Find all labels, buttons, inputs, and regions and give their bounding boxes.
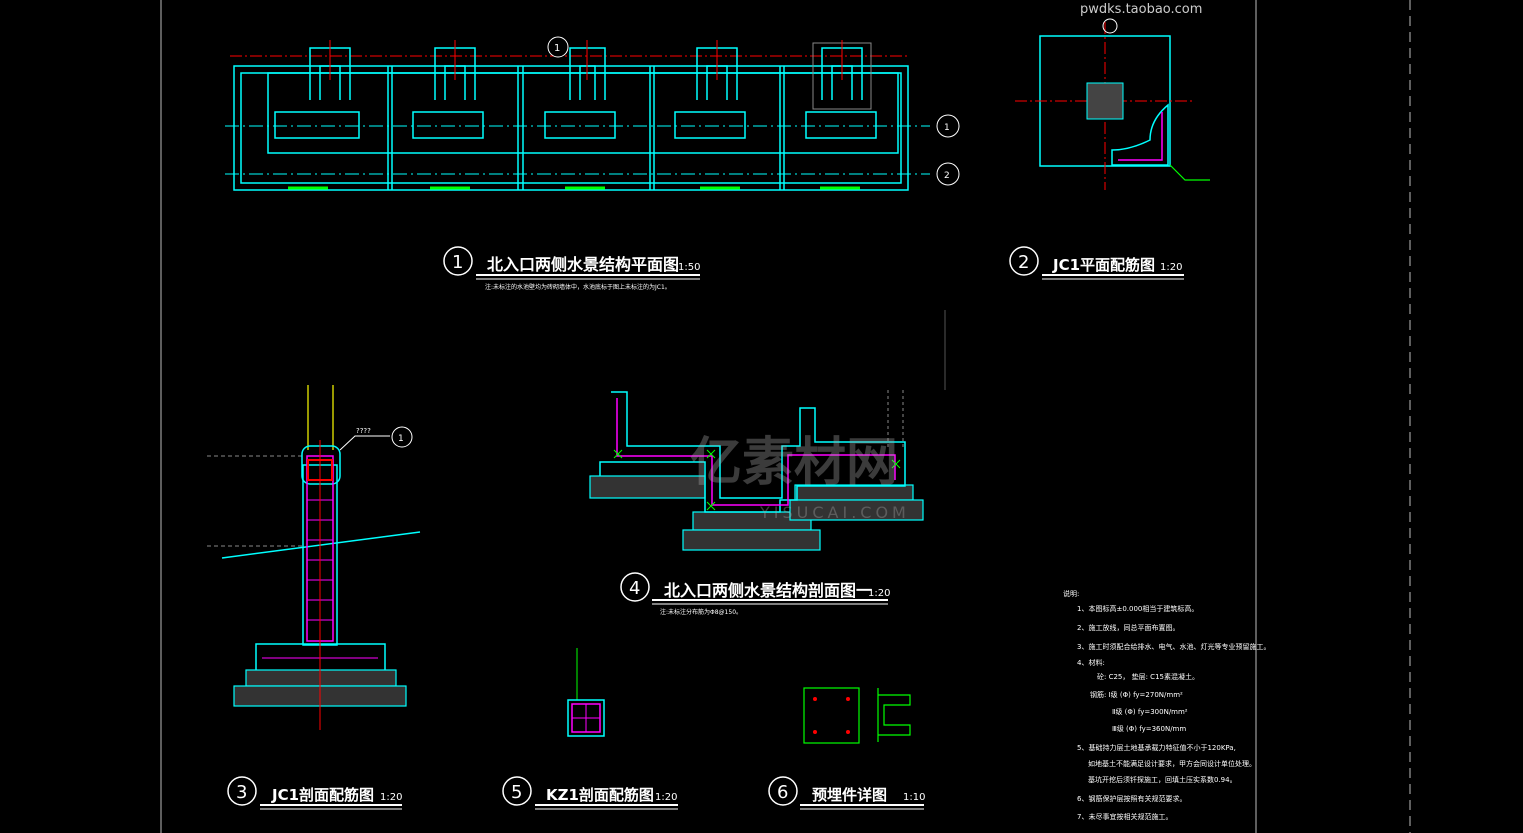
section-view-3: ???? 1 <box>207 385 421 730</box>
axis-bubble-view-2 <box>1102 18 1118 34</box>
section-mark-b: 2 <box>936 162 960 186</box>
svg-text:1: 1 <box>452 252 463 273</box>
svg-text:1:20: 1:20 <box>868 588 890 599</box>
svg-text:3: 3 <box>236 782 247 803</box>
svg-text:亿素材网: 亿素材网 <box>690 433 898 493</box>
svg-text:Ⅲ级 (Φ) fy=360N/mm: Ⅲ级 (Φ) fy=360N/mm <box>1112 724 1186 733</box>
section-view-4 <box>589 310 946 551</box>
svg-text:5、基础持力层土地基承载力特征值不小于120KPa,: 5、基础持力层土地基承载力特征值不小于120KPa, <box>1077 743 1236 752</box>
svg-text:北入口两侧水景结构平面图: 北入口两侧水景结构平面图 <box>487 255 679 274</box>
svg-text:5: 5 <box>511 782 522 803</box>
embed-detail-6 <box>803 687 911 744</box>
svg-text:6、钢筋保护层按照有关规范要求。: 6、钢筋保护层按照有关规范要求。 <box>1077 794 1186 803</box>
svg-text:YISUCAI.COM: YISUCAI.COM <box>759 503 910 522</box>
svg-text:4、材料:: 4、材料: <box>1077 658 1105 667</box>
title-view-6: 6 预埋件详图 1:10 <box>768 776 925 810</box>
svg-text:2: 2 <box>1018 252 1029 273</box>
svg-text:KZ1剖面配筋图: KZ1剖面配筋图 <box>546 786 654 804</box>
detail-label: ???? <box>356 427 371 435</box>
watermark-center: 亿素材网 YISUCAI.COM <box>690 433 910 522</box>
svg-text:JC1平面配筋图: JC1平面配筋图 <box>1052 256 1155 274</box>
svg-text:预埋件详图: 预埋件详图 <box>812 786 887 804</box>
svg-text:6: 6 <box>777 782 788 803</box>
section-mark-a: 1 <box>936 114 960 138</box>
svg-text:1: 1 <box>554 43 560 54</box>
svg-text:砼: C25， 垫层: C15素混凝土。: 砼: C25， 垫层: C15素混凝土。 <box>1097 672 1199 681</box>
title-view-3: 3 JC1剖面配筋图 1:20 <box>227 776 402 810</box>
general-notes: 说明: 1、本图标高±0.000相当于建筑标高。 2、施工放线，同总平面布置图。… <box>1063 589 1270 821</box>
svg-text:1: 1 <box>398 434 404 444</box>
svg-text:1:50: 1:50 <box>678 262 700 273</box>
svg-text:3、施工时须配合给排水、电气、水池、灯光等专业预留施工。: 3、施工时须配合给排水、电气、水池、灯光等专业预留施工。 <box>1077 642 1270 651</box>
svg-text:JC1剖面配筋图: JC1剖面配筋图 <box>271 786 374 804</box>
section-view-5 <box>567 648 605 737</box>
svg-text:注:未标注的水池壁均为砖砌墙体中，水池底标于图上未标注的为J: 注:未标注的水池壁均为砖砌墙体中，水池底标于图上未标注的为JC1。 <box>485 283 671 291</box>
svg-text:1:20: 1:20 <box>655 792 677 803</box>
axis-bubble-top: 1 <box>547 36 569 58</box>
svg-text:钢筋: Ⅰ级 (Φ) fy=270N/mm²: 钢筋: Ⅰ级 (Φ) fy=270N/mm² <box>1090 690 1183 699</box>
svg-text:1:20: 1:20 <box>380 792 402 803</box>
plan-view-2 <box>1015 18 1210 190</box>
title-view-4: 4 北入口两侧水景结构剖面图一 1:20 注:未标注分布筋为Φ8@150。 <box>620 572 890 616</box>
svg-text:Ⅱ级 (Φ) fy=300N/mm²: Ⅱ级 (Φ) fy=300N/mm² <box>1112 707 1188 716</box>
svg-text:2、施工放线，同总平面布置图。: 2、施工放线，同总平面布置图。 <box>1077 623 1179 632</box>
svg-text:7、未尽事宜按相关规范施工。: 7、未尽事宜按相关规范施工。 <box>1077 812 1172 821</box>
watermark-top: pwdks.taobao.com <box>1080 2 1202 17</box>
title-view-1: 1 北入口两侧水景结构平面图 1:50 注:未标注的水池壁均为砖砌墙体中，水池底… <box>443 246 700 291</box>
svg-text:1:20: 1:20 <box>1160 262 1182 273</box>
svg-text:2: 2 <box>944 171 950 181</box>
svg-text:1:10: 1:10 <box>903 792 925 803</box>
plan-view-1: 1 1 2 <box>225 36 960 191</box>
svg-text:1、本图标高±0.000相当于建筑标高。: 1、本图标高±0.000相当于建筑标高。 <box>1077 604 1198 613</box>
svg-text:1: 1 <box>944 123 950 133</box>
title-view-5: 5 KZ1剖面配筋图 1:20 <box>502 776 678 810</box>
svg-text:注:未标注分布筋为Φ8@150。: 注:未标注分布筋为Φ8@150。 <box>660 608 742 616</box>
svg-text:基坑开挖后须钎探施工，回填土压实系数0.94。: 基坑开挖后须钎探施工，回填土压实系数0.94。 <box>1088 775 1237 784</box>
svg-text:4: 4 <box>629 578 640 599</box>
svg-text:北入口两侧水景结构剖面图一: 北入口两侧水景结构剖面图一 <box>664 581 872 600</box>
title-view-2: 2 JC1平面配筋图 1:20 <box>1009 246 1184 280</box>
svg-text:如地基土不能满足设计要求，甲方会同设计单位处理。: 如地基土不能满足设计要求，甲方会同设计单位处理。 <box>1088 759 1256 768</box>
svg-text:说明:: 说明: <box>1063 589 1079 598</box>
